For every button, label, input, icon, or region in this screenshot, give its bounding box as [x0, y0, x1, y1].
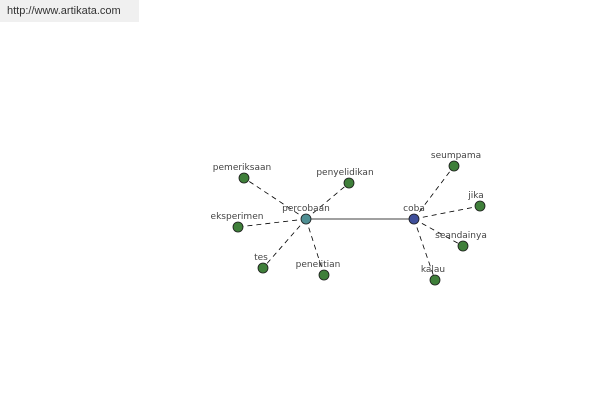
- node-penelitian[interactable]: [318, 269, 330, 281]
- edge-percobaan-penyelidikan: [305, 182, 350, 220]
- node-label-jika[interactable]: jika: [467, 191, 484, 201]
- node-percobaan[interactable]: [300, 213, 312, 225]
- node-jika[interactable]: [474, 200, 486, 212]
- node-label-seumpama[interactable]: seumpama: [431, 151, 481, 161]
- node-label-seandainya[interactable]: seandainya: [435, 231, 487, 241]
- node-tes[interactable]: [257, 262, 269, 274]
- node-label-penyelidikan[interactable]: penyelidikan: [316, 168, 373, 178]
- edge-coba-seumpama: [413, 165, 455, 220]
- edge-percobaan-penelitian: [305, 218, 325, 276]
- edge-percobaan-pemeriksaan: [243, 177, 307, 220]
- node-seumpama[interactable]: [448, 160, 460, 172]
- edge-percobaan-tes: [262, 218, 307, 269]
- node-pemeriksaan[interactable]: [238, 172, 250, 184]
- node-coba[interactable]: [408, 213, 420, 225]
- source-url-label[interactable]: http://www.artikata.com: [0, 0, 139, 22]
- node-label-pemeriksaan[interactable]: pemeriksaan: [213, 163, 271, 173]
- node-eksperimen[interactable]: [232, 221, 244, 233]
- node-label-percobaan[interactable]: percobaan: [282, 204, 330, 214]
- edges-layer: [237, 165, 481, 281]
- node-label-coba[interactable]: coba: [403, 204, 425, 214]
- node-label-eksperimen[interactable]: eksperimen: [211, 212, 264, 222]
- nodes-layer: [232, 160, 486, 286]
- edge-coba-seandainya: [413, 218, 464, 247]
- edge-coba-jika: [413, 205, 481, 220]
- node-label-tes[interactable]: tes: [254, 253, 268, 263]
- labels-layer: percobaan coba pemeriksaan penyelidikan eksp…: [211, 151, 487, 275]
- edge-percobaan-eksperimen: [237, 218, 307, 228]
- node-penyelidikan[interactable]: [343, 177, 355, 189]
- node-label-kalau[interactable]: kalau: [421, 265, 445, 275]
- edge-coba-kalau: [413, 218, 436, 281]
- node-label-penelitian[interactable]: penelitian: [296, 260, 341, 270]
- node-kalau[interactable]: [429, 274, 441, 286]
- node-seandainya[interactable]: [457, 240, 469, 252]
